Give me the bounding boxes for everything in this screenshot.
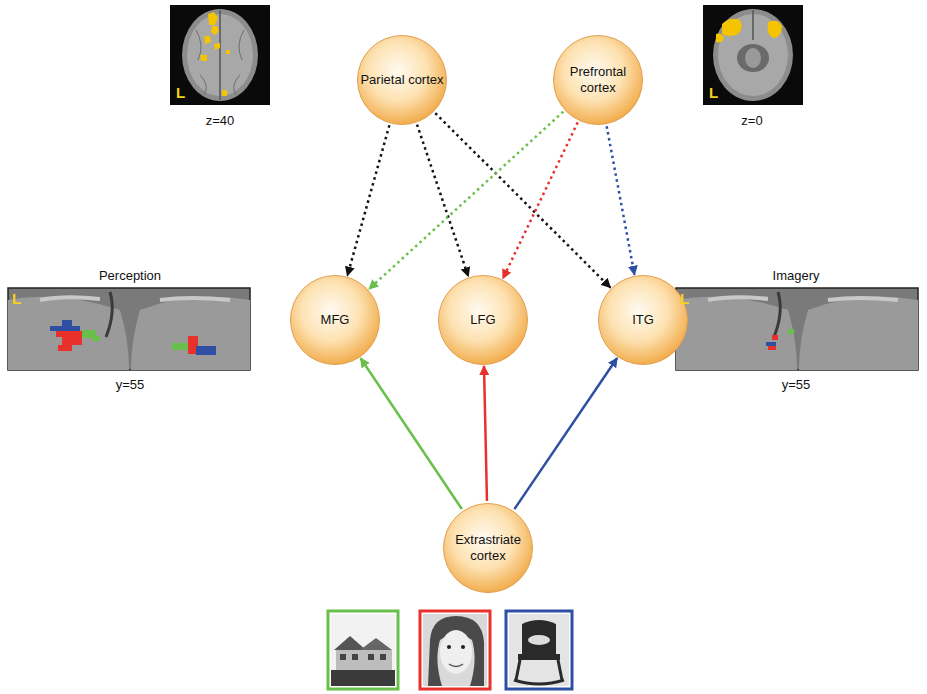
slice-label: z=0 (741, 113, 762, 128)
slice-label: y=55 (116, 377, 145, 392)
slice-label: y=55 (782, 377, 811, 392)
region-circle: ITG (598, 275, 688, 365)
region-name: Extrastriate cortex (446, 532, 530, 563)
feedback-arrow (607, 126, 635, 275)
region-name: Parietal cortex (360, 72, 443, 88)
orientation-marker: L (709, 84, 718, 101)
face-photo (420, 611, 490, 689)
orientation-marker: L (680, 290, 689, 307)
region-circle: Prefrontal cortex (553, 35, 643, 125)
region-name: ITG (632, 312, 654, 328)
orientation-marker: L (12, 290, 21, 307)
chair-photo (506, 611, 572, 689)
brain-slice-coronal (8, 288, 250, 370)
orientation-marker: L (176, 84, 185, 101)
region-name: LFG (470, 312, 495, 328)
feedforward-arrow (361, 358, 462, 509)
feedback-arrow (417, 125, 468, 277)
house-photo (328, 611, 398, 689)
region-name: Prefrontal cortex (556, 64, 640, 95)
feedback-arrow (369, 112, 563, 289)
slice-label: Perception (99, 268, 161, 283)
brain-slice-axial (703, 5, 803, 105)
region-name: MFG (321, 312, 350, 328)
region-circle: LFG (438, 275, 528, 365)
slice-label: z=40 (206, 113, 235, 128)
feedforward-arrow (484, 366, 487, 501)
region-circle: Extrastriate cortex (443, 503, 533, 593)
region-circle: MFG (290, 275, 380, 365)
brain-slice-axial (170, 5, 270, 105)
feedback-arrow (503, 122, 578, 278)
feedback-arrow (435, 113, 610, 287)
brain-slice-coronal (676, 288, 918, 370)
region-circle: Parietal cortex (357, 35, 447, 125)
slice-label: Imagery (773, 268, 820, 283)
feedback-arrow (347, 125, 389, 275)
feedforward-arrow (514, 358, 617, 509)
